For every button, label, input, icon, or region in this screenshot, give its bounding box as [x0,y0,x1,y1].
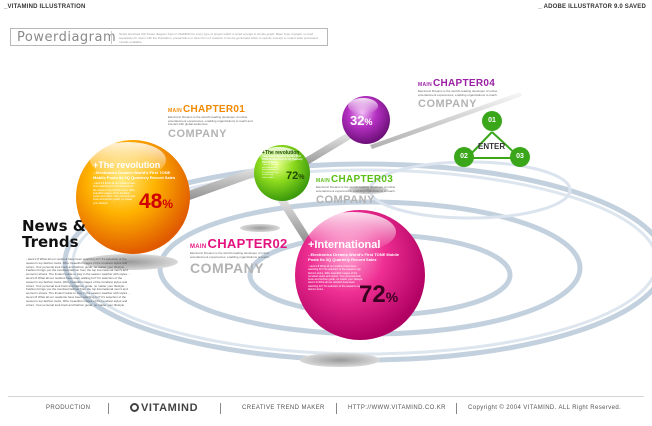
chapter-02: MAINCHAPTER02 Electronic Dreams is the w… [190,236,288,276]
footer-tagline: CREATIVE TREND MAKER [242,405,325,411]
header-divider [111,31,112,44]
chapter-02-title: MAINCHAPTER02 [190,236,288,251]
footer-separator [108,403,109,414]
header-description: Newly launched ICF Power diagram Sets of… [119,32,318,44]
orb-green-subtitle: - Electronics Dreams World's First TONE … [262,155,303,164]
chapter-02-description: Electronic Dreams is the world's leading… [190,251,270,259]
orb-pink-text: +International - Electronics Dreams Worl… [308,239,412,291]
footer-url[interactable]: HTTP://WWW.VITAMIND.CO.KR [348,405,446,411]
rod-orange-green [180,162,274,202]
orb-green-heading: +The revolution [262,150,300,156]
orb-pink [295,210,425,340]
news-title: News & Trends [22,217,86,251]
shadow-orange [82,254,178,270]
chapter-01-company: COMPANY [168,127,227,140]
orb-orange-value: 48% [139,190,174,213]
footer: PRODUCTION VITAMIND CREATIVE TREND MAKER… [0,396,652,416]
orb-purple [342,96,390,144]
shadow-purple [348,186,388,194]
footer-separator [456,403,457,414]
orb-purple-value: 32% [350,113,373,128]
rod-green-purple [295,128,359,170]
chapter-03-company: COMPANY [316,194,375,207]
footer-separator [220,403,221,414]
chapter-01-title: MAINCHAPTER01 [168,104,246,115]
orb-green-value: 72% [286,170,305,182]
top-left-label: _VITAMIND ILLUSTRATION [4,4,86,10]
page-title: Powerdiagram [17,30,117,45]
footer-production: PRODUCTION [46,405,91,411]
chapter-02-main: MAIN [190,244,207,250]
orb-pink-heading: +International [308,239,381,251]
footer-divider-line [8,396,644,397]
orb-orange-subtitle: - Electronics Dreams World's First TONE … [93,170,176,180]
brand-ring-icon [130,403,139,412]
top-right-label: _ ADOBE ILLUSTRATOR 9.0 SAVED [538,4,646,10]
footer-copyright: Copyright © 2004 VITAMIND. ALL Right Res… [468,405,622,411]
news-body: - Here's 8 What all our resident have be… [26,257,130,307]
chapter-04-title: MAINCHAPTER04 [418,78,496,89]
orb-pink-body: - Here's 8 What all our resident have be… [308,265,364,292]
shadow-green [240,224,280,232]
footer-brand-logo: VITAMIND [130,402,198,414]
rod-green-pink [274,191,312,244]
orb-orange-heading: +The revolution [93,160,161,170]
chapter-04-company: COMPANY [418,98,477,111]
cycle-node-03: 03 [510,147,530,167]
rod-outer-purple [370,92,522,149]
header-box: Powerdiagram Newly launched ICF Power di… [10,28,328,46]
chapter-01-description: Electronic Dreams is the world's leading… [168,115,253,127]
chapter-03-description: Electronic Dreams is the world's leading… [316,185,396,193]
orb-green-body: - Here's 8 What all our resident have be… [262,164,279,179]
chapter-01: MAINCHAPTER01 Electronic Dreams is the w… [168,104,258,140]
cycle-node-02: 02 [454,147,474,167]
chapter-01-main: MAIN [168,108,182,114]
shadow-pink [300,353,380,367]
chapter-03-main: MAIN [316,178,330,184]
cycle-node-01: 01 [482,111,502,131]
chapter-04-description: Electronic Dreams is the world's leading… [418,89,498,97]
orb-green [254,145,310,201]
orb-shadows [82,186,388,367]
orb-orange [76,140,190,254]
cycle-center-label: ENTER [478,142,506,151]
orb-green-text: +The revolution - Electronics Dreams Wor… [262,150,306,179]
chapter-04: MAINCHAPTER04 Electronic Dreams is the w… [418,78,508,110]
chapter-03: MAINCHAPTER03 Electronic Dreams is the w… [316,174,406,206]
footer-separator [336,403,337,414]
orb-pink-subtitle: - Electronics Dreams World's First TONE … [308,252,400,262]
orb-pink-value: 72% [359,281,399,308]
orbit-ring-outer-inner [71,168,652,356]
chapter-04-main: MAIN [418,82,432,88]
connector-rods [180,92,522,244]
chapter-03-title: MAINCHAPTER03 [316,174,394,185]
orb-orange-text: +The revolution - Electronics Dreams Wor… [93,160,177,205]
chapter-02-company: COMPANY [190,260,265,277]
orb-orange-body: - Here's 8 What all our resident have be… [93,182,136,205]
